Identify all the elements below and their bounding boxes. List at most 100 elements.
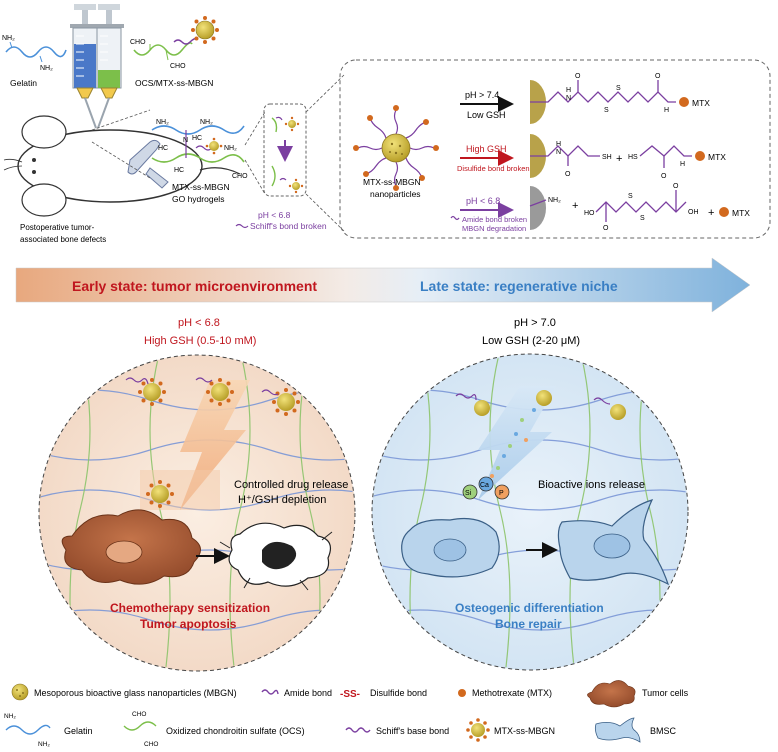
zoom-lines bbox=[91, 73, 346, 233]
r2-plus: + bbox=[616, 153, 622, 165]
gelatin-label: Gelatin bbox=[10, 78, 37, 88]
r3-s2: S bbox=[640, 215, 645, 222]
osteoblast-cell bbox=[557, 499, 670, 586]
ocs-cho-label: CHO bbox=[130, 39, 146, 46]
ion-ca bbox=[478, 476, 494, 492]
r2-o: O bbox=[565, 171, 571, 178]
double-syringe bbox=[70, 4, 124, 129]
np-label-line2: nanoparticles bbox=[370, 189, 421, 199]
legend-mbgn: Mesoporous bioactive glass nanoparticles… bbox=[34, 688, 237, 698]
r2-h2: H bbox=[680, 161, 685, 168]
hydrogel-network bbox=[151, 125, 245, 163]
late-state-title: Late state: regenerative niche bbox=[420, 278, 618, 294]
legend-gelatin-nh2-2: NH₂ bbox=[38, 741, 50, 748]
hydrogel-cho-label: CHO bbox=[232, 173, 248, 180]
early-ph: pH < 6.8 bbox=[178, 317, 220, 329]
mini-zoom-box bbox=[263, 103, 307, 197]
late-ph: pH > 7.0 bbox=[514, 317, 556, 329]
legend-disulfide: Disulfide bond bbox=[370, 688, 427, 698]
r1-cond-line2: Low GSH bbox=[467, 110, 506, 120]
bmsc-cell bbox=[401, 517, 500, 578]
ocs-mbgn-np bbox=[191, 16, 219, 44]
r1-h: H bbox=[566, 87, 571, 94]
r3-cond-line2: Amide bond broken bbox=[462, 215, 527, 224]
r3-s1: S bbox=[628, 193, 633, 200]
mouse-label-line2: associated bone defects bbox=[20, 235, 106, 244]
hydrogel-hc-label-3: HC bbox=[192, 135, 202, 142]
legend-ocs-cho-2: CHO bbox=[144, 741, 158, 748]
late-gsh: Low GSH (2-20 μM) bbox=[482, 335, 580, 347]
hydrogel-nh2-label-2: NH₂ bbox=[200, 119, 213, 126]
gelatin-nh2-label: NH₂ bbox=[2, 35, 15, 42]
r3-molecule bbox=[529, 186, 729, 230]
legend-mtx-swatch bbox=[458, 689, 466, 697]
right-outcome-line2: Bone repair bbox=[495, 617, 562, 631]
hydrogel-label-line2: GO hydrogels bbox=[172, 194, 224, 204]
ion-p-label: P bbox=[499, 490, 504, 497]
r2-o2: O bbox=[661, 173, 667, 180]
legend-bmsc-swatch bbox=[594, 717, 641, 743]
legend-mtx: Methotrexate (MTX) bbox=[472, 688, 552, 698]
legend-tumor-swatch bbox=[587, 680, 636, 708]
apoptotic-cell bbox=[219, 522, 333, 591]
hydrogel-hc-label-2: HC bbox=[174, 167, 184, 174]
r3-oh: OH bbox=[688, 209, 699, 216]
legend-ocs: Oxidized chondroitin sulfate (OCS) bbox=[166, 726, 305, 736]
gelatin-molecule bbox=[5, 41, 67, 63]
legend-ocs-swatch bbox=[123, 721, 157, 731]
hydrogel-n-label: N bbox=[183, 137, 188, 144]
right-np-cluster bbox=[455, 390, 626, 420]
right-circle-regenerative-niche: Si Ca P Bioactive ions release Osteogeni… bbox=[371, 353, 689, 671]
r3-ho: HO bbox=[584, 210, 595, 217]
legend-schiff-swatch bbox=[345, 727, 371, 733]
legend-mbgn-swatch bbox=[11, 683, 29, 701]
legend-amide-swatch bbox=[261, 689, 279, 695]
r3-amide-glyph bbox=[450, 215, 460, 221]
hydrogel-hc-label: HC bbox=[158, 145, 168, 152]
left-outcome-line2: Tumor apoptosis bbox=[140, 617, 237, 631]
gelatin-nh2-label-2: NH₂ bbox=[40, 65, 53, 72]
mouse-illustration bbox=[3, 115, 241, 217]
r3-plus: + bbox=[572, 200, 578, 212]
legend-gelatin-swatch bbox=[5, 724, 51, 735]
legend-ss-symbol: -SS- bbox=[340, 689, 360, 700]
ion-si-label: Si bbox=[465, 490, 472, 497]
r2-sh: SH bbox=[602, 154, 612, 161]
r1-mtx: MTX bbox=[692, 98, 710, 108]
ion-p bbox=[494, 484, 510, 500]
r2-cond-line1: High GSH bbox=[466, 144, 507, 154]
schiff-broken-label: Schiff's bond broken bbox=[250, 221, 327, 231]
early-state-title: Early state: tumor microenvironment bbox=[72, 278, 317, 294]
legend-tumor: Tumor cells bbox=[642, 688, 689, 698]
mini-ph-label: pH < 6.8 bbox=[258, 210, 291, 220]
legend-ocs-cho: CHO bbox=[132, 711, 146, 718]
legend-amide: Amide bond bbox=[284, 688, 332, 698]
tumor-cell bbox=[61, 509, 201, 585]
left-np-cluster bbox=[125, 377, 300, 508]
r1-o: O bbox=[575, 73, 581, 80]
left-release-line1: Controlled drug release bbox=[234, 479, 348, 491]
ion-ca-label: Ca bbox=[480, 482, 489, 489]
r2-h: H bbox=[556, 141, 561, 148]
legend-mtx-mbgn: MTX-ss-MBGN bbox=[494, 726, 555, 736]
legend-gelatin: Gelatin bbox=[64, 726, 93, 736]
legend-gelatin-nh2: NH₂ bbox=[4, 713, 16, 720]
left-outcome-line1: Chemotherapy sensitization bbox=[110, 601, 270, 615]
hydrogel-nh2-label: NH₂ bbox=[156, 119, 169, 126]
ions-release-label: Bioactive ions release bbox=[538, 479, 645, 491]
early-gsh: High GSH (0.5-10 mM) bbox=[144, 335, 256, 347]
r2-hs: HS bbox=[628, 154, 638, 161]
legend-schiff: Schiff's base bond bbox=[376, 726, 449, 736]
ocs-label: OCS/MTX-ss-MBGN bbox=[135, 78, 213, 88]
r3-o: O bbox=[603, 225, 609, 232]
r1-molecule bbox=[530, 80, 689, 124]
mini-breakdown bbox=[271, 116, 304, 194]
left-release-line2: H⁺/GSH depletion bbox=[238, 494, 326, 506]
r1-cond-line1: pH > 7.4 bbox=[465, 90, 499, 100]
r1-h2: H bbox=[664, 107, 669, 114]
right-outcome-line1: Osteogenic differentiation bbox=[455, 601, 604, 615]
r3-nh2: NH₂ bbox=[548, 197, 561, 204]
np-label-line1: MTX-ss-MBGN bbox=[363, 177, 421, 187]
r3-o2: O bbox=[673, 183, 679, 190]
